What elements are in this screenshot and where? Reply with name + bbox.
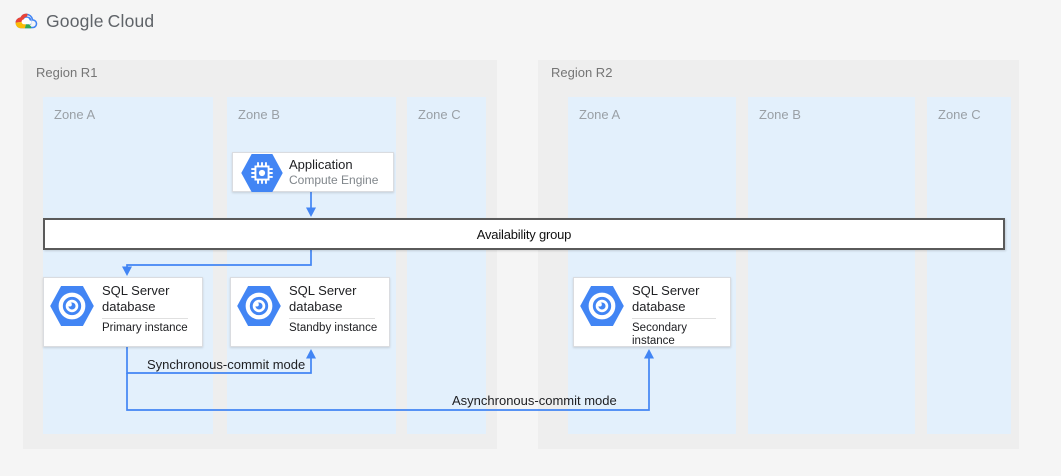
sql-server-database-icon bbox=[50, 286, 94, 326]
zone-label: Zone B bbox=[759, 107, 801, 122]
application-node: Application Compute Engine bbox=[232, 152, 394, 192]
sql-server-database-icon bbox=[580, 286, 624, 326]
sql-instance-role: Secondary instance bbox=[632, 322, 687, 347]
google-cloud-icon bbox=[15, 13, 38, 29]
application-subtitle: Compute Engine bbox=[289, 173, 379, 187]
region-r1-label: Region R1 bbox=[36, 65, 98, 80]
sql-server-database-icon bbox=[237, 286, 281, 326]
zone-label: Zone C bbox=[418, 107, 461, 122]
sql-instance-role: Primary instance bbox=[102, 322, 188, 334]
sql-title: SQL Server database bbox=[102, 283, 170, 314]
zone-label: Zone A bbox=[579, 107, 621, 122]
async-commit-label: Asynchronous-commit mode bbox=[452, 393, 617, 408]
region-r2-zone-a: Zone A bbox=[568, 97, 736, 434]
sql-secondary-node: SQL Server database Secondary instance bbox=[573, 277, 731, 347]
sql-primary-node: SQL Server database Primary instance bbox=[43, 277, 203, 347]
application-title: Application bbox=[289, 157, 353, 172]
region-r2-label: Region R2 bbox=[551, 65, 613, 80]
region-r1-zone-c: Zone C bbox=[407, 97, 486, 434]
zone-label: Zone B bbox=[238, 107, 280, 122]
region-r1-zone-a: Zone A bbox=[43, 97, 213, 434]
divider bbox=[102, 318, 188, 319]
region-r1: Region R1 Zone A Zone B Zone C bbox=[23, 60, 497, 449]
availability-group-label: Availability group bbox=[476, 226, 572, 242]
zone-label: Zone C bbox=[938, 107, 981, 122]
logo-brand-text: Google bbox=[46, 10, 104, 31]
region-r2-zone-c: Zone C bbox=[927, 97, 1011, 434]
sql-instance-role: Standby instance bbox=[289, 322, 378, 334]
divider bbox=[632, 318, 716, 319]
region-r2: Region R2 Zone A Zone B Zone C bbox=[538, 60, 1019, 449]
sql-standby-node: SQL Server database Standby instance bbox=[230, 277, 390, 347]
region-r1-zone-b: Zone B bbox=[227, 97, 396, 434]
sql-title: SQL Server database bbox=[632, 283, 700, 314]
divider bbox=[289, 318, 375, 319]
sync-commit-label: Synchronous-commit mode bbox=[147, 357, 306, 372]
region-r2-zone-b: Zone B bbox=[748, 97, 915, 434]
availability-group-bar: Availability group bbox=[43, 218, 1005, 250]
zone-label: Zone A bbox=[54, 107, 96, 122]
compute-engine-icon bbox=[241, 154, 283, 192]
sql-title: SQL Server database bbox=[289, 283, 357, 314]
logo-product-text: Cloud bbox=[107, 10, 155, 31]
